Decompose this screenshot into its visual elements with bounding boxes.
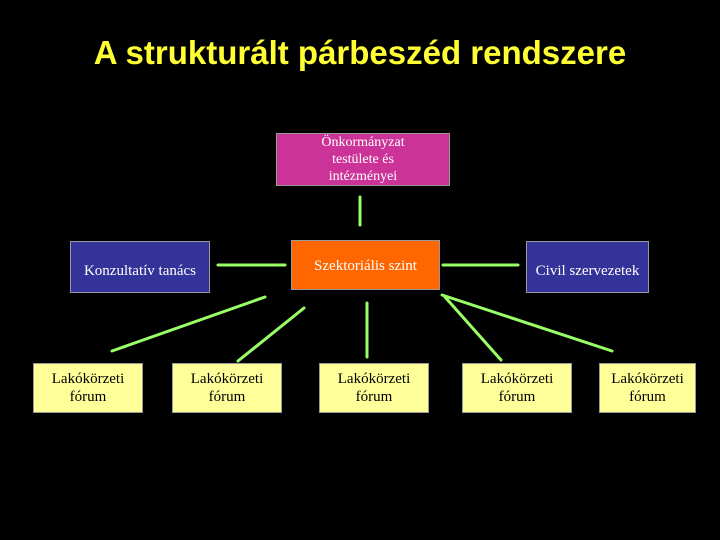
- connector-forum1: [110, 295, 267, 353]
- node-forum-1: Lakókörzeti fórum: [33, 363, 143, 413]
- connector-forum4: [443, 295, 503, 362]
- node-forum-3: Lakókörzeti fórum: [319, 363, 429, 413]
- node-forum-5: Lakókörzeti fórum: [599, 363, 696, 413]
- node-forum-4: Lakókörzeti fórum: [462, 363, 572, 413]
- connector-forum2: [236, 306, 306, 363]
- node-civil: Civil szervezetek: [526, 241, 649, 293]
- page-title: A strukturált párbeszéd rendszere: [93, 34, 627, 71]
- node-top: Önkormányzat testülete és intézményei: [276, 133, 450, 186]
- connector-forum5: [440, 293, 614, 353]
- node-forum-2: Lakókörzeti fórum: [172, 363, 282, 413]
- node-consultative: Konzultatív tanács: [70, 241, 210, 293]
- node-sectoral: Szektoriális szint: [291, 240, 440, 290]
